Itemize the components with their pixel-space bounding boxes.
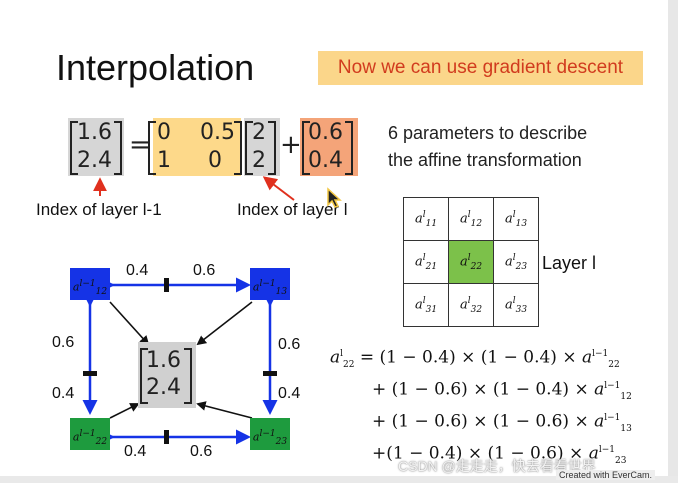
evercam-badge: Created with EverCam. (556, 470, 656, 480)
window-edge (668, 0, 678, 483)
grid-cell-a23: al23 (493, 240, 539, 284)
formula-line-4-text: +(1 − 0.4) × (1 − 0.6) × (372, 443, 589, 464)
center-vector-box (138, 342, 196, 408)
lhs-highlight (68, 118, 124, 176)
formula-line-1: al22 = (1 − 0.4) × (1 − 0.4) × al−122 (330, 347, 620, 371)
grid-cell-a12: al12 (448, 197, 494, 241)
formula-line-1-text: = (1 − 0.4) × (1 − 0.4) × (359, 347, 582, 368)
layer-grid: al11 al12 al13 al21 al22 al23 al31 al32 … (403, 197, 539, 327)
bracket (184, 348, 192, 404)
slide-title: Interpolation (56, 47, 255, 88)
tick-bottom (164, 430, 169, 444)
bracket (114, 121, 122, 175)
vector-top: 2 (252, 120, 266, 145)
grid-cell-a13: al13 (493, 197, 539, 241)
csdn-watermark: CSDN @走走走，快去看看世界 (398, 458, 596, 474)
matrix-r2c2: 0 (208, 148, 222, 173)
weight-right-top: 0.6 (278, 336, 301, 353)
label-layer-l: Index of layer l (237, 200, 348, 219)
arrow-to-center (196, 301, 253, 346)
bracket (245, 121, 253, 175)
matrix-highlight (153, 118, 241, 176)
weight-left-bottom: 0.4 (52, 385, 75, 402)
bracket (234, 121, 242, 175)
grid-cell-a22: al22 (448, 240, 494, 284)
weight-right-bottom: 0.4 (278, 385, 301, 402)
equals-sign: = (129, 130, 151, 160)
offset-top: 0.6 (308, 120, 343, 145)
matrix-r2c1: 1 (157, 148, 171, 173)
arrow-to-center (196, 401, 253, 419)
red-arrow-right (262, 176, 295, 201)
plus-sign: + (280, 130, 302, 160)
formula-line-2-text: + (1 − 0.6) × (1 − 0.4) × (372, 379, 595, 400)
formula-line-2: + (1 − 0.6) × (1 − 0.4) × al−112 (372, 379, 632, 403)
node-a12-prev: al−112 (70, 268, 110, 300)
lhs-top: 1.6 (77, 120, 112, 145)
parameters-note-line1: 6 parameters to describe (388, 123, 588, 143)
layer-label: Layer l (542, 253, 597, 273)
bracket (140, 348, 148, 404)
center-top: 1.6 (146, 348, 181, 373)
matrix-r1c2: 0.5 (200, 120, 235, 145)
grid-cell-a21: al21 (403, 240, 449, 284)
pointer-cursor-icon (327, 187, 342, 208)
node-a23-prev: al−123 (250, 418, 290, 450)
weight-left-top: 0.6 (52, 334, 75, 351)
matrix-r1c1: 0 (157, 120, 171, 145)
bracket (148, 121, 156, 175)
grid-cell-a11: al11 (403, 197, 449, 241)
weight-bottom-right: 0.6 (190, 443, 213, 460)
center-bottom: 2.4 (146, 375, 181, 400)
arrow-to-center (109, 301, 150, 346)
offset-bottom: 0.4 (308, 148, 343, 173)
formula-line-3: + (1 − 0.6) × (1 − 0.6) × al−113 (372, 411, 632, 435)
tick-top (164, 278, 169, 292)
parameters-note-line2: the affine transformation (388, 150, 582, 170)
weight-top-right: 0.6 (193, 262, 216, 279)
node-a22-prev: al−122 (70, 418, 110, 450)
tick-left (83, 371, 97, 376)
banner-callout: Now we can use gradient descent (318, 51, 643, 85)
bracket (70, 121, 78, 175)
offset-highlight (300, 118, 358, 176)
weight-bottom-left: 0.4 (124, 443, 147, 460)
bracket (268, 121, 276, 175)
formula-line-3-text: + (1 − 0.6) × (1 − 0.6) × (372, 411, 595, 432)
arrow-to-center (109, 403, 140, 419)
label-layer-l-minus-1: Index of layer l-1 (36, 200, 162, 219)
grid-cell-a33: al33 (493, 283, 539, 327)
lhs-bottom: 2.4 (77, 148, 112, 173)
bottom-strip (0, 476, 678, 483)
bracket (345, 121, 353, 175)
bracket (302, 121, 310, 175)
weight-top-left: 0.4 (126, 262, 149, 279)
grid-cell-a32: al32 (448, 283, 494, 327)
tick-right (263, 371, 277, 376)
grid-cell-a31: al31 (403, 283, 449, 327)
formula-line-4: +(1 − 0.4) × (1 − 0.6) × al−123 (372, 443, 627, 467)
parameters-note: 6 parameters to describe the affine tran… (388, 120, 587, 174)
node-a13-prev: al−113 (250, 268, 290, 300)
vector-bottom: 2 (252, 148, 266, 173)
